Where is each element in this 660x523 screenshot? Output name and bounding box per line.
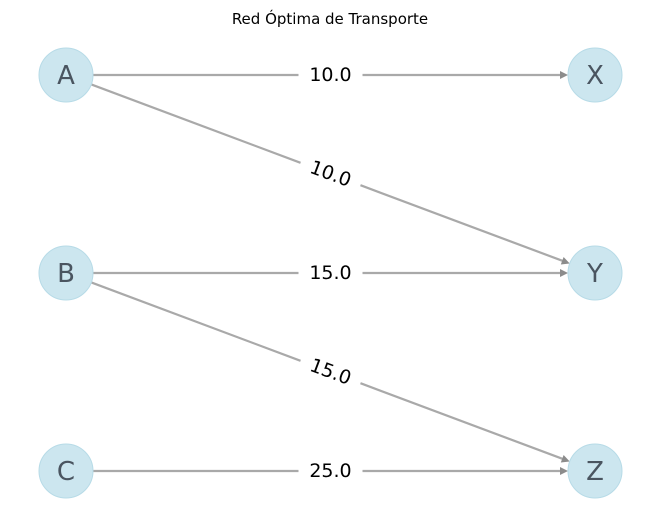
edge-flow-label: 15.0 bbox=[307, 354, 354, 389]
edge-c-z: 25.0 bbox=[93, 460, 568, 482]
edge-line bbox=[360, 184, 564, 263]
diagram-title: Red Óptima de Transporte bbox=[232, 9, 428, 28]
node-label: X bbox=[586, 61, 604, 91]
edge-b-y: 15.0 bbox=[93, 262, 568, 284]
node-circle bbox=[38, 443, 94, 499]
edge-flow-label: 10.0 bbox=[309, 64, 351, 86]
node-circle bbox=[567, 245, 623, 301]
edge-a-x: 10.0 bbox=[93, 64, 568, 86]
edge-flow-label: 25.0 bbox=[309, 460, 351, 482]
node-label: A bbox=[57, 61, 75, 91]
node-x: X bbox=[567, 47, 623, 103]
node-b: B bbox=[38, 245, 94, 301]
nodes-layer: A B C X Y Z bbox=[38, 47, 623, 499]
edge-flow-label: 10.0 bbox=[307, 156, 354, 191]
node-c: C bbox=[38, 443, 94, 499]
arrowhead-icon bbox=[560, 71, 568, 79]
edge-line bbox=[360, 382, 564, 461]
node-label: C bbox=[57, 457, 75, 487]
edge-flow-label: 15.0 bbox=[309, 262, 351, 284]
arrowhead-icon bbox=[560, 467, 568, 475]
node-a: A bbox=[38, 47, 94, 103]
edges-layer: 10.0 10.0 15.0 15.0 25.0 bbox=[90, 64, 570, 482]
node-label: B bbox=[57, 259, 75, 289]
arrowhead-icon bbox=[560, 256, 570, 265]
node-circle bbox=[38, 245, 94, 301]
node-circle bbox=[567, 47, 623, 103]
node-label: Z bbox=[586, 457, 604, 487]
node-circle bbox=[38, 47, 94, 103]
edge-a-y: 10.0 bbox=[90, 83, 570, 265]
edge-line bbox=[90, 281, 301, 362]
node-circle bbox=[567, 443, 623, 499]
node-y: Y bbox=[567, 245, 623, 301]
node-z: Z bbox=[567, 443, 623, 499]
node-label: Y bbox=[586, 259, 603, 289]
arrowhead-icon bbox=[560, 454, 570, 463]
arrowhead-icon bbox=[560, 269, 568, 277]
edge-line bbox=[90, 83, 301, 164]
edge-b-z: 15.0 bbox=[90, 281, 570, 463]
